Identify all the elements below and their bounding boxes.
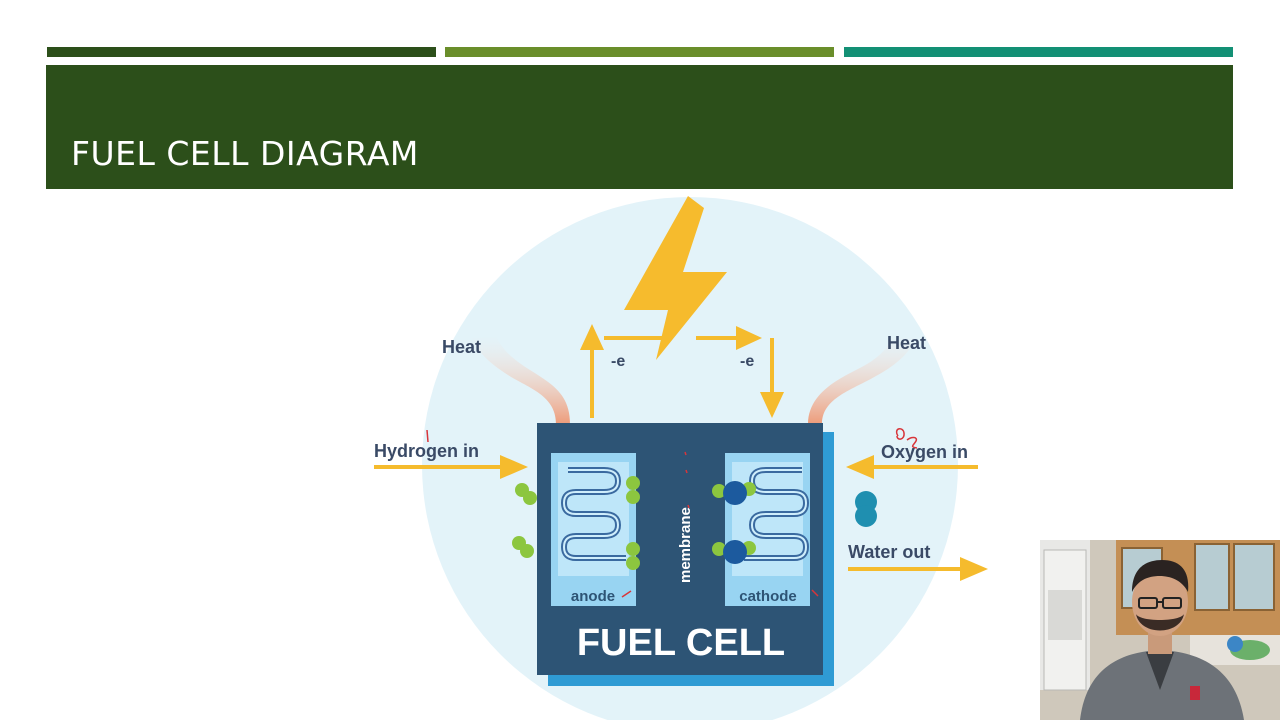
handwritten-annotations xyxy=(426,428,918,598)
lightning-bolt-icon xyxy=(624,196,727,360)
oxygen-molecule-icon xyxy=(723,481,747,564)
cathode-label-strip xyxy=(725,583,810,606)
anode-electrode xyxy=(551,453,636,606)
electron-flow-arrows xyxy=(580,324,784,418)
heat-label-right: Heat xyxy=(887,333,926,353)
anode-label-strip xyxy=(551,583,636,606)
fuel-cell-label: FUEL CELL xyxy=(577,622,785,664)
heat-plume-left xyxy=(472,336,570,424)
water-out-label: Water out xyxy=(848,542,930,562)
flow-arrows xyxy=(374,455,988,581)
electron-label-right: -e xyxy=(740,353,754,370)
membrane-label: membrane xyxy=(677,507,694,583)
accent-bar-teal xyxy=(844,47,1233,57)
oxygen-in-label: Oxygen in xyxy=(881,442,968,462)
water-molecule-icon xyxy=(855,491,877,527)
electron-label-left: -e xyxy=(611,353,625,370)
title-band xyxy=(46,65,1233,189)
hydrogen-in-label: Hydrogen in xyxy=(374,441,479,461)
accent-bar-dark-green xyxy=(47,47,436,57)
presenter-webcam xyxy=(1040,540,1280,720)
accent-bar-olive xyxy=(445,47,834,57)
cathode-label: cathode xyxy=(739,588,797,605)
slide-title: FUEL CELL DIAGRAM xyxy=(71,134,419,173)
anode-label: anode xyxy=(571,588,615,605)
heat-label-left: Heat xyxy=(442,337,481,357)
heat-plume-right xyxy=(808,336,916,424)
